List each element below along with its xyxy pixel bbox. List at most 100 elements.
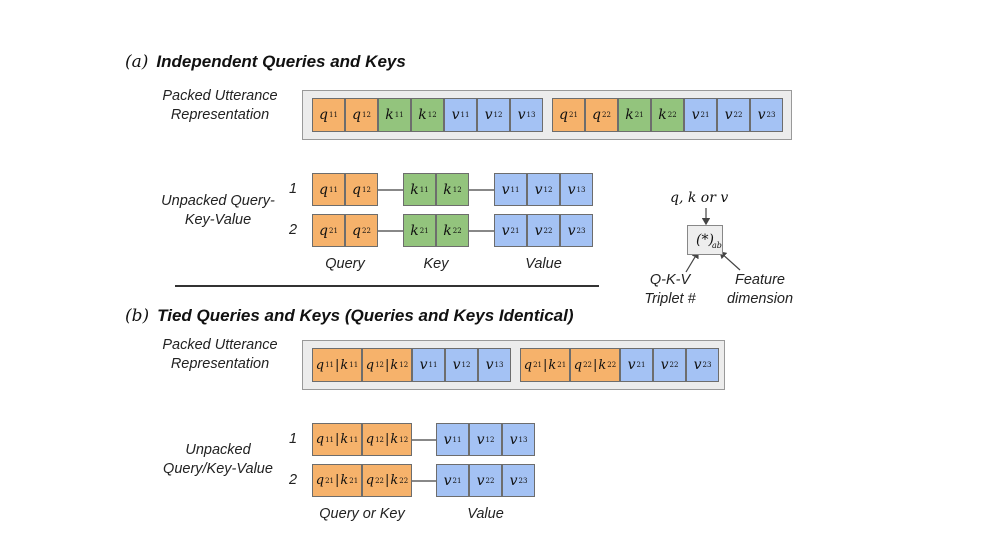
cell-subscript: 11 <box>460 111 470 119</box>
connector-qkv-b2 <box>412 479 436 482</box>
cell-symbol: v <box>501 222 510 239</box>
cell-subscript: 21 <box>452 476 462 485</box>
cell-subscript: 11 <box>419 185 429 194</box>
cell-symbol: v <box>534 222 543 239</box>
section-a-unpacked-label: Unpacked Query-Key-Value <box>161 193 275 228</box>
section-b-tag: (b) <box>125 306 150 326</box>
cell-symbol: q <box>319 181 329 198</box>
cell-subscript: 12 <box>461 361 471 369</box>
cell-symbol: k <box>443 181 452 198</box>
row-number-a-1: 1 <box>289 181 298 197</box>
section-a-col-value: Value <box>525 256 562 272</box>
cell-subscript: 13 <box>526 111 536 119</box>
cell-symbol: q <box>315 357 325 373</box>
cell-subscript: 21 <box>329 226 338 235</box>
cell-subscript: 11 <box>428 361 438 369</box>
cell-subscript: 12 <box>399 361 409 369</box>
cell-subscript: 13 <box>576 185 586 194</box>
cell-symbol: v <box>567 222 576 239</box>
cell-symbol: k <box>410 181 419 198</box>
cell-subscript: 12 <box>375 361 385 369</box>
cell-subscript: 22 <box>669 361 679 369</box>
cell-subscript: 21 <box>700 111 710 119</box>
cell-symbol: v <box>509 431 518 448</box>
cell-symbol: v <box>567 181 576 198</box>
cell-subscript: 11 <box>452 435 462 444</box>
cell-symbol: k <box>625 107 634 123</box>
cell-separator: | <box>385 473 390 488</box>
cell-subscript: 21 <box>533 361 543 369</box>
cell-symbol: v <box>419 357 428 373</box>
section-b-unpacked-label: Unpacked Query/Key-Value <box>163 442 273 477</box>
cell-subscript: 21 <box>349 476 359 485</box>
cell-subscript: 22 <box>362 226 371 235</box>
cell-separator: | <box>385 357 390 373</box>
cell-subscript: 21 <box>419 226 429 235</box>
cell-symbol: v <box>660 357 669 373</box>
cell-symbol: q <box>365 473 375 488</box>
cell-symbol: v <box>501 181 510 198</box>
cell-subscript: 12 <box>375 435 385 444</box>
cell-subscript: 21 <box>636 361 646 369</box>
cell-subscript: 22 <box>607 361 617 369</box>
section-a-title: Independent Queries and Keys <box>156 52 406 71</box>
cell-subscript: 22 <box>667 111 677 119</box>
cell-symbol: k <box>340 432 349 447</box>
section-b-heading: (b)Tied Queries and Keys (Queries and Ke… <box>125 306 574 326</box>
cell-symbol: q <box>559 107 569 123</box>
cell-subscript: 23 <box>766 111 776 119</box>
section-a-col-key: Key <box>423 256 449 272</box>
cell-subscript: 13 <box>494 361 504 369</box>
cell-subscript: 22 <box>452 226 462 235</box>
cell-symbol: q <box>319 222 329 239</box>
section-b-packed-label: Packed Utterance Representation <box>162 337 278 372</box>
legend-key-box: (*) ab <box>687 225 723 255</box>
connector-kv-a2 <box>469 229 494 232</box>
cell-separator: | <box>335 432 340 447</box>
cell-symbol: q <box>352 181 362 198</box>
legend-left-label: Q-K-V Triplet # <box>644 272 696 307</box>
cell-symbol: k <box>658 107 667 123</box>
cell-symbol: v <box>517 107 526 123</box>
legend-arrows <box>685 208 741 273</box>
cell-symbol: v <box>476 431 485 448</box>
cell-symbol: v <box>627 357 636 373</box>
cell-subscript: 12 <box>362 111 371 119</box>
cell-subscript: 11 <box>349 435 359 444</box>
cell-symbol: q <box>365 357 375 373</box>
row-number-b-2: 2 <box>289 472 298 488</box>
cell-subscript: 22 <box>399 476 409 485</box>
cell-symbol: k <box>340 357 349 373</box>
cell-subscript: 11 <box>329 111 338 119</box>
row-number-a-2: 2 <box>289 222 298 238</box>
cell-subscript: 22 <box>375 476 385 485</box>
cell-subscript: 12 <box>362 185 371 194</box>
cell-subscript: 22 <box>583 361 593 369</box>
cell-subscript: 21 <box>634 111 644 119</box>
legend-top-label: q, k or v <box>670 190 729 206</box>
cell-subscript: 21 <box>569 111 578 119</box>
